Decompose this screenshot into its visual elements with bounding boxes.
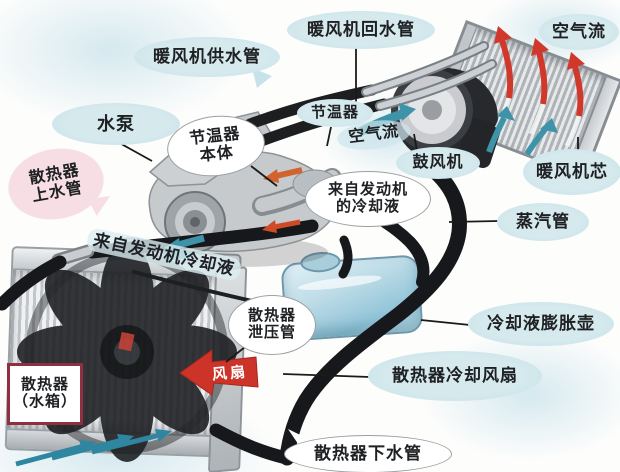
label-text: 空气流 — [347, 123, 401, 147]
label-expansion-tank: 冷却液膨胀壶 — [468, 302, 614, 346]
label-text: 鼓风机 — [412, 154, 464, 172]
label-text: 散热器下水管 — [314, 444, 422, 464]
label-air-flow-top: 空气流 — [539, 14, 619, 50]
radiator-lower-hose — [209, 423, 293, 465]
label-text: 暖风机芯 — [536, 162, 608, 182]
label-text: 空气流 — [552, 22, 606, 42]
label-radiator-lower-hose: 散热器下水管 — [284, 435, 452, 472]
label-text: 暖风机回水管 — [307, 20, 415, 40]
label-radiator-cooling-fan: 散热器冷却风扇 — [368, 351, 542, 401]
label-water-pump: 水泵 — [52, 103, 180, 145]
label-text: （水箱） — [12, 394, 77, 410]
label-text: 散热器冷却风扇 — [392, 366, 518, 386]
label-coolant-band: 来自发动机冷却液 — [76, 227, 252, 283]
label-heater-core: 暖风机芯 — [523, 149, 620, 195]
label-text: 散热器 — [247, 308, 296, 325]
radiator-fan-illustration — [17, 242, 237, 462]
label-text: 本体 — [199, 144, 235, 165]
label-text: 散热器 — [20, 377, 69, 394]
label-radiator-relief-pipe: 散热器 泄压管 — [228, 295, 316, 355]
label-fan-arrow: 风扇 — [211, 360, 249, 384]
label-heater-return-pipe: 暖风机回水管 — [287, 11, 435, 49]
label-steam-pipe: 蒸汽管 — [497, 203, 589, 241]
coolant-flow-arrows — [262, 167, 303, 233]
label-text: 冷却液膨胀壶 — [487, 314, 595, 334]
label-text: 水泵 — [97, 113, 135, 134]
label-blower: 鼓风机 — [396, 147, 480, 179]
label-radiator-tank: 散热器 （水箱） — [7, 363, 83, 425]
label-text: 节温器 — [310, 104, 359, 121]
label-text: 暖风机供水管 — [153, 47, 261, 67]
label-text: 的冷却液 — [335, 199, 400, 215]
label-text: 风扇 — [211, 364, 249, 384]
label-text: 来自发动机 — [327, 182, 408, 199]
label-coolant-from-engine: 来自发动机 的冷却液 — [305, 171, 431, 227]
label-text: 蒸汽管 — [516, 212, 570, 232]
steam-expansion-hose — [279, 158, 467, 466]
label-heater-supply-pipe: 暖风机供水管 — [134, 37, 280, 77]
label-text: 泄压管 — [247, 325, 296, 341]
